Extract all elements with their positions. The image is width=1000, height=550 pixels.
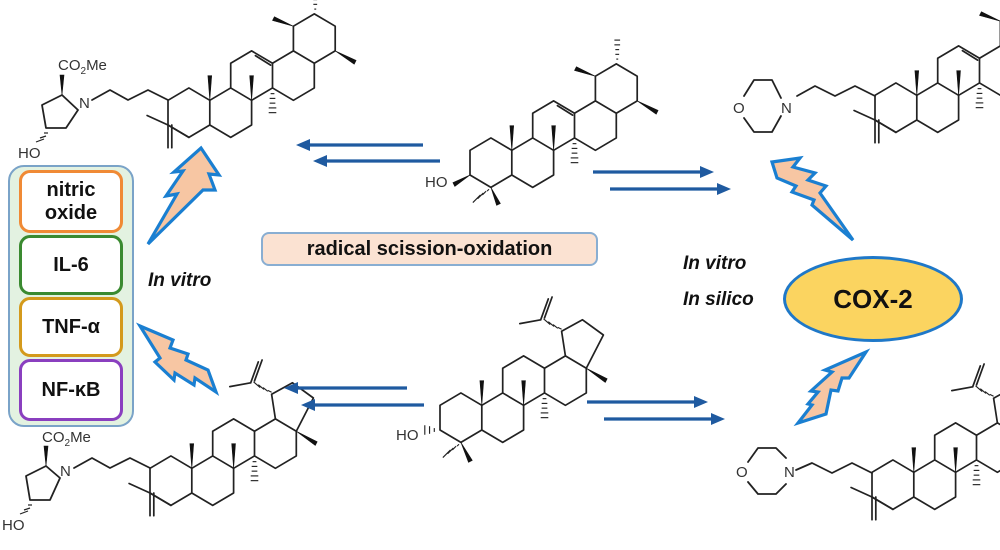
marker-nf-kb: NF-κB xyxy=(19,359,123,421)
left-assay-label: In vitro xyxy=(148,270,212,291)
arrow-top-left-lower xyxy=(313,155,440,167)
target-cox-2: COX-2 xyxy=(783,256,963,342)
right-bottom-morpholine xyxy=(747,447,873,495)
arrow-bottom-left-lower xyxy=(301,399,424,411)
right-top-nitrogen-label: N xyxy=(781,100,792,117)
arrow-bottom-right-lower xyxy=(604,413,725,425)
arrow-bottom-right-upper xyxy=(587,396,708,408)
right-bottom-nitrogen-label: N xyxy=(784,464,795,481)
bolt-right-top-icon xyxy=(769,155,855,242)
right-bottom-product xyxy=(850,363,1000,521)
arrow-bottom-left-upper xyxy=(284,382,407,394)
bolt-left-top-icon xyxy=(146,145,223,246)
left-bottom-linker xyxy=(19,445,151,515)
right-bottom-oxygen-label: O xyxy=(736,464,748,481)
left-bottom-nitrogen-label: N xyxy=(60,463,71,480)
right-assay-label-silico: In silico xyxy=(683,289,754,310)
center-bottom-hydroxyl-label: HO xyxy=(396,427,419,444)
left-top-nitrogen-label: N xyxy=(79,95,90,112)
method-label: radical scission-oxidation xyxy=(261,232,598,266)
right-top-product xyxy=(853,0,1000,144)
arrow-top-right-upper xyxy=(593,166,714,178)
right-assay-label-vitro: In vitro xyxy=(683,253,747,274)
left-top-linker xyxy=(35,74,169,143)
center-top-hydroxyl-label: HO xyxy=(425,174,448,191)
left-top-ester-label: CO2Me xyxy=(58,57,107,77)
left-top-hydroxyl-label: HO xyxy=(18,145,41,162)
right-top-oxygen-label: O xyxy=(733,100,745,117)
right-top-morpholine xyxy=(743,79,876,133)
left-bottom-product xyxy=(128,359,319,517)
left-bottom-hydroxyl-label: HO xyxy=(2,517,25,534)
arrow-top-right-lower xyxy=(610,183,731,195)
marker-il-6: IL-6 xyxy=(19,235,123,295)
left-top-product xyxy=(146,0,357,149)
bolt-right-bottom-icon xyxy=(793,348,871,427)
arrow-top-left-upper xyxy=(296,139,423,151)
center-top-compound xyxy=(452,39,659,206)
left-bottom-ester-label: CO2Me xyxy=(42,429,91,449)
bolt-left-bottom-icon xyxy=(135,322,220,397)
marker-tnf-alpha: TNF-α xyxy=(19,297,123,357)
center-bottom-compound xyxy=(424,296,609,463)
